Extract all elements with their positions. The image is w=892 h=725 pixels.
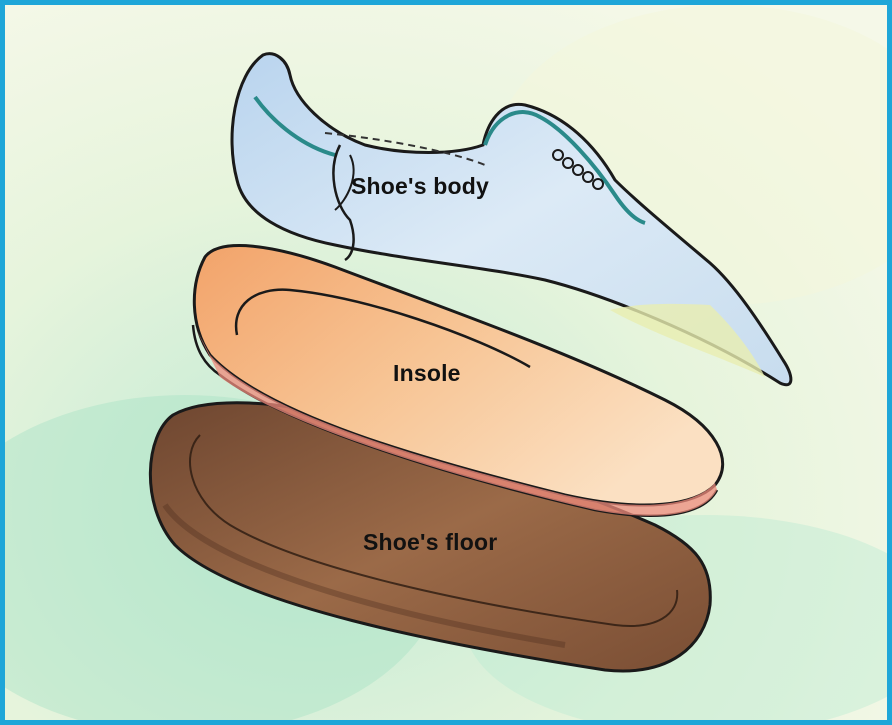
shoe-body-label: Shoe's body <box>351 173 489 200</box>
shoe-floor-label: Shoe's floor <box>363 529 497 556</box>
insole-label: Insole <box>393 360 461 387</box>
